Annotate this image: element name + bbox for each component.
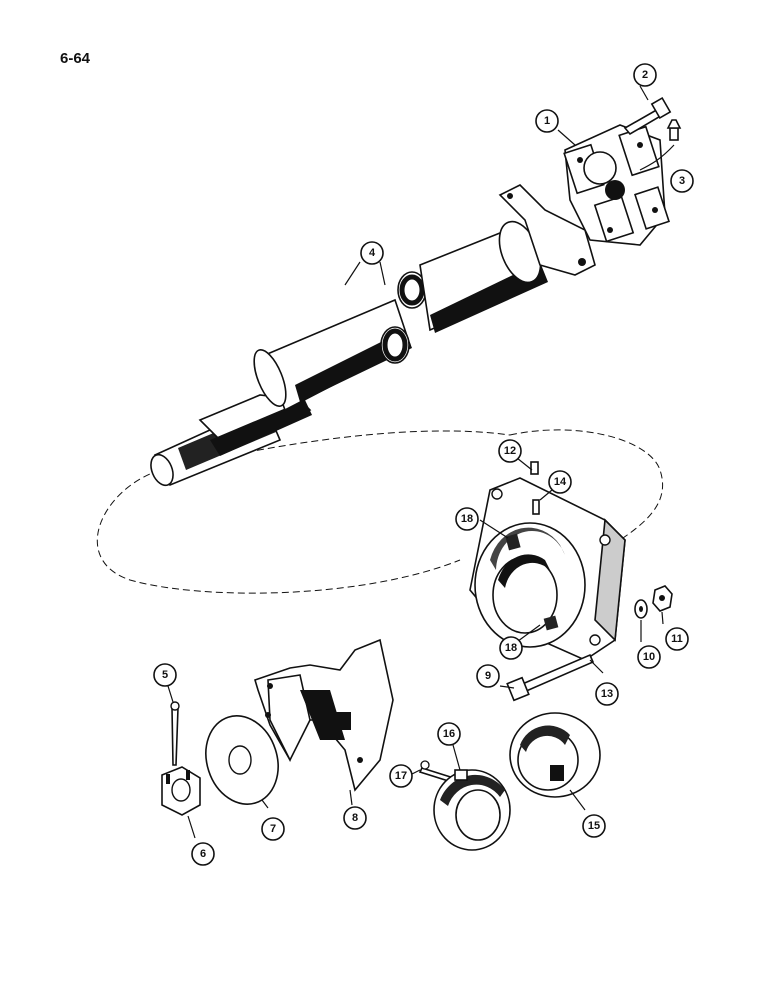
callouts: 1 2 3 4 5 6 7 [153,63,694,866]
svg-text:18: 18 [505,642,517,654]
svg-text:13: 13 [601,688,613,700]
svg-text:17: 17 [395,770,407,782]
callout-13: 13 [595,682,619,706]
lock-collar-part-16 [433,769,511,851]
callout-2: 2 [633,63,657,87]
leader-lines [167,85,664,839]
svg-text:15: 15 [588,820,600,832]
svg-text:14: 14 [554,476,567,488]
page-number: 6-64 [60,50,91,67]
callout-15: 15 [582,814,606,838]
callout-12: 12 [498,439,522,463]
svg-text:5: 5 [162,669,168,681]
grease-fitting-part-3 [639,119,682,171]
callout-4: 4 [360,241,384,265]
callout-10: 10 [637,645,661,669]
callout-11: 11 [665,627,689,651]
callout-7: 7 [261,817,285,841]
callout-18a: 18 [455,507,479,531]
svg-text:16: 16 [443,728,455,740]
svg-text:9: 9 [485,670,491,682]
svg-text:18: 18 [461,513,473,525]
lock-washer-part-10 [634,599,648,619]
universal-joint-cross [563,124,670,246]
svg-text:10: 10 [643,651,655,663]
svg-text:7: 7 [270,823,276,835]
callout-9: 9 [476,664,500,688]
svg-text:1: 1 [544,115,550,127]
dashed-connection-loop [96,429,664,594]
callout-18b: 18 [499,636,523,660]
drive-shaft-upper [397,184,596,333]
callout-6: 6 [191,842,215,866]
bolt-part-2 [623,96,672,136]
callout-16: 16 [437,722,461,746]
bearing-insert-part-15 [509,712,601,798]
svg-text:6: 6 [200,848,206,860]
drive-shaft-lower [150,298,412,487]
washer-part-7 [205,715,279,805]
nut-part-11 [652,585,673,612]
callout-8: 8 [343,806,367,830]
castle-nut-part-6 [161,766,201,816]
svg-text:2: 2 [642,69,648,81]
cotter-pin-part-5 [170,701,180,766]
callout-17: 17 [389,764,413,788]
callout-14: 14 [548,470,572,494]
svg-text:8: 8 [352,812,358,824]
bolt-part-9 [506,653,595,702]
callout-1: 1 [535,109,559,133]
callout-3: 3 [670,169,694,193]
svg-text:11: 11 [671,633,683,645]
bearing-flange-housing [469,461,626,661]
svg-text:4: 4 [369,247,376,259]
callout-5: 5 [153,663,177,687]
yoke-part-8 [254,638,394,792]
svg-text:3: 3 [679,175,685,187]
svg-text:12: 12 [504,445,516,457]
